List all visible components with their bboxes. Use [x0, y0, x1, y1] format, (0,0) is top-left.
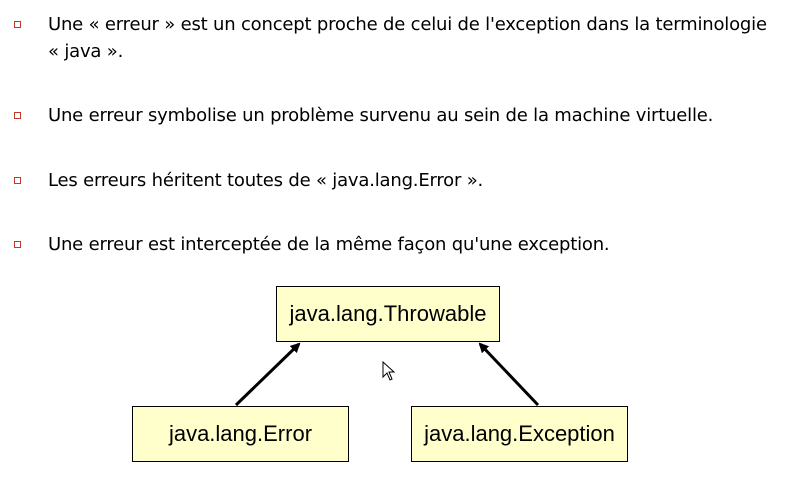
- exception-to-throwable-arrow: [478, 342, 540, 407]
- mouse-pointer-icon: [382, 361, 396, 381]
- bullet-text: Les erreurs héritent toutes de « java.la…: [48, 170, 484, 191]
- bullet-text: Une erreur symbolise un problème survenu…: [48, 105, 714, 126]
- throwable-class-box: java.lang.Throwable: [276, 286, 500, 342]
- error-class-box: java.lang.Error: [132, 406, 349, 462]
- exception-class-label: java.lang.Exception: [424, 421, 615, 446]
- error-to-throwable-arrow: [234, 342, 301, 407]
- exception-class-box: java.lang.Exception: [411, 406, 628, 462]
- bullet-text: Une erreur est interceptée de la même fa…: [48, 234, 610, 255]
- square-bullet-icon: [14, 21, 21, 28]
- square-bullet-icon: [14, 241, 21, 248]
- error-class-label: java.lang.Error: [168, 421, 313, 446]
- bullet-text: Une « erreur » est un concept proche de …: [48, 14, 767, 62]
- throwable-class-label: java.lang.Throwable: [289, 301, 487, 326]
- square-bullet-icon: [14, 112, 21, 119]
- square-bullet-icon: [14, 177, 21, 184]
